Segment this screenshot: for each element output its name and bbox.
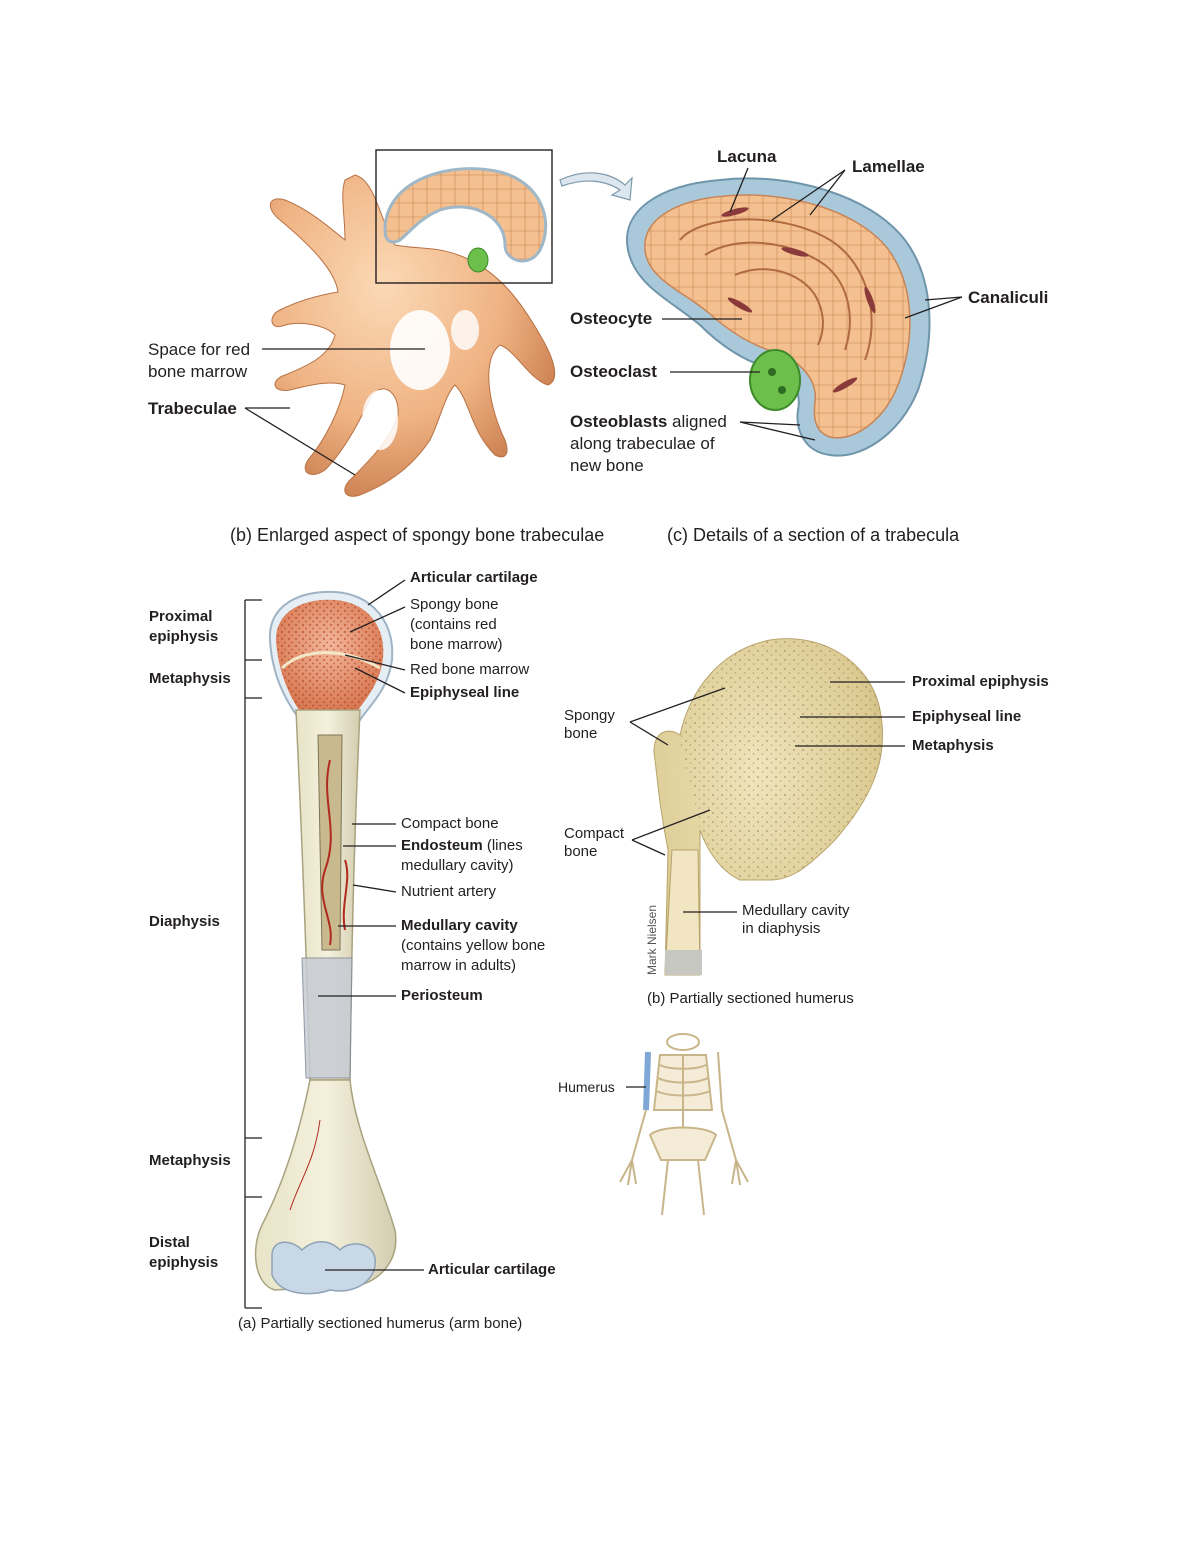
osteoblasts-line3: new bone xyxy=(570,456,644,475)
endosteum-label: Endosteum (lines medullary cavity) xyxy=(401,836,523,876)
endosteum-bold: Endosteum xyxy=(401,837,483,854)
humerus-illustration xyxy=(244,590,397,1309)
caption-a-humerus: (a) Partially sectioned humerus (arm bon… xyxy=(238,1315,523,1332)
distal-epiphysis-label: Distal epiphysis xyxy=(149,1233,218,1273)
articular-cartilage-top-label: Articular cartilage xyxy=(410,569,538,586)
caption-c-trabecula: (c) Details of a section of a trabecula xyxy=(667,525,960,545)
spongy-b-line2: bone xyxy=(564,725,598,742)
compact-bone-label-a: Compact bone xyxy=(401,815,499,832)
lamellae-label: Lamellae xyxy=(852,157,925,176)
photo-credit: Mark Nielsen xyxy=(645,904,659,975)
metaphysis-bottom-label: Metaphysis xyxy=(149,1152,231,1169)
metaphysis-top-label: Metaphysis xyxy=(149,670,231,687)
diaphysis-label: Diaphysis xyxy=(149,913,220,930)
osteocyte-label: Osteocyte xyxy=(570,309,653,328)
osteoclast-label: Osteoclast xyxy=(570,362,657,381)
medullary-cavity-label: Medullary cavity (contains yellow bone m… xyxy=(401,916,545,976)
spongy-b-line1: Spongy xyxy=(564,707,615,724)
humerus-label: Humerus xyxy=(558,1079,615,1095)
lacuna-label: Lacuna xyxy=(717,147,777,166)
compact-b-line2: bone xyxy=(564,843,598,860)
medullary-cavity-bold: Medullary cavity xyxy=(401,917,518,934)
skeleton-thumbnail xyxy=(619,1033,749,1216)
spongy-bone-b-label: Spongy bone xyxy=(564,707,615,743)
distal-epiphysis-line2: epiphysis xyxy=(149,1254,219,1271)
distal-epiphysis-line1: Distal xyxy=(149,1234,190,1251)
proximal-epiphysis-b-label: Proximal epiphysis xyxy=(912,673,1049,690)
trabecula-section-illustration xyxy=(625,177,931,457)
space-label-line1: Space for red xyxy=(148,340,251,359)
caption-b-spongy: (b) Enlarged aspect of spongy bone trabe… xyxy=(230,525,605,545)
nutrient-artery-label: Nutrient artery xyxy=(401,883,497,900)
osteoblasts-bold: Osteoblasts xyxy=(570,412,668,431)
space-label-line2: bone marrow xyxy=(148,362,248,381)
space-red-bone-marrow-label: Space for red bone marrow xyxy=(148,339,250,383)
osteoblasts-label: Osteoblasts aligned along trabeculae of … xyxy=(570,411,727,477)
spongy-line3: bone marrow) xyxy=(410,636,503,653)
medullary-cavity-b-label: Medullary cavity in diaphysis xyxy=(742,902,850,938)
articular-cartilage-bottom-label: Articular cartilage xyxy=(428,1261,556,1278)
periosteum-label: Periosteum xyxy=(401,987,483,1004)
red-bone-marrow-label: Red bone marrow xyxy=(410,661,530,678)
spongy-bone-label: Spongy bone (contains red bone marrow) xyxy=(410,595,503,655)
endosteum-rest: (lines xyxy=(482,837,523,854)
proximal-epiphysis-line2: epiphysis xyxy=(149,628,219,645)
medullary-b-line1: Medullary cavity xyxy=(742,902,850,919)
endosteum-line2: medullary cavity) xyxy=(401,857,514,874)
osteoblasts-line2: along trabeculae of xyxy=(570,434,715,453)
caption-b-humerus: (b) Partially sectioned humerus xyxy=(647,990,854,1007)
canaliculi-label: Canaliculi xyxy=(968,288,1049,307)
trabeculae-label: Trabeculae xyxy=(148,399,237,418)
metaphysis-b-label: Metaphysis xyxy=(912,737,994,754)
epiphyseal-line-b-label: Epiphyseal line xyxy=(912,708,1022,725)
spongy-line1: Spongy bone xyxy=(410,596,499,613)
medullary-line3: marrow in adults) xyxy=(401,957,517,974)
epiphyseal-line-label-a: Epiphyseal line xyxy=(410,684,520,701)
medullary-b-line2: in diaphysis xyxy=(742,920,821,937)
proximal-epiphysis-label: Proximal epiphysis xyxy=(149,607,218,647)
compact-b-line1: Compact xyxy=(564,825,625,842)
proximal-epiphysis-line1: Proximal xyxy=(149,608,213,625)
medullary-line2: (contains yellow bone xyxy=(401,937,546,954)
osteoblasts-rest: aligned xyxy=(667,412,727,431)
zoom-arrow xyxy=(559,172,633,201)
spongy-line2: (contains red xyxy=(410,616,497,633)
humerus-photo xyxy=(653,638,884,976)
trabeculae-illustration xyxy=(270,149,556,497)
compact-bone-b-label: Compact bone xyxy=(564,825,624,861)
